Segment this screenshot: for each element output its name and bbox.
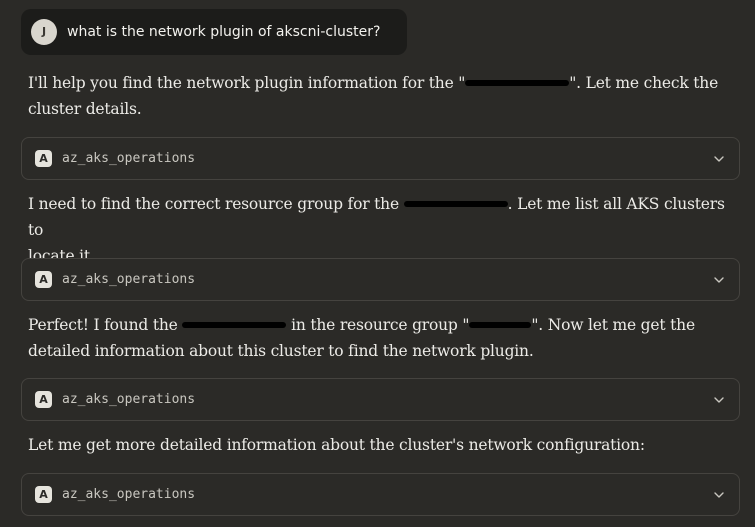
chevron-down-icon[interactable] <box>713 394 725 406</box>
tool-badge-icon: A <box>35 391 52 408</box>
message-text: in the resource group " <box>286 316 470 334</box>
redacted-text <box>403 201 508 207</box>
tool-call-label: az_aks_operations <box>62 392 196 407</box>
user-message-text: what is the network plugin of akscni-clu… <box>67 24 381 40</box>
message-text: Let me get more detailed information abo… <box>28 436 645 454</box>
tool-call-az-aks-operations[interactable]: A az_aks_operations <box>21 378 740 421</box>
chevron-down-icon[interactable] <box>713 489 725 501</box>
user-message-bubble: J what is the network plugin of akscni-c… <box>21 9 407 55</box>
message-text: I need to find the correct resource grou… <box>28 195 404 213</box>
tool-badge-icon: A <box>35 150 52 167</box>
message-text: I'll help you find the network plugin in… <box>28 74 466 92</box>
tool-call-az-aks-operations[interactable]: A az_aks_operations <box>21 473 740 516</box>
assistant-message: Perfect! I found the in the resource gro… <box>28 312 728 364</box>
user-avatar: J <box>31 19 57 45</box>
chevron-down-icon[interactable] <box>713 274 725 286</box>
message-text: cluster details. <box>28 100 142 118</box>
tool-call-label: az_aks_operations <box>62 272 196 287</box>
message-text: ". Now let me get the <box>531 316 695 334</box>
chevron-down-icon[interactable] <box>713 153 725 165</box>
tool-badge-icon: A <box>35 271 52 288</box>
message-text: detailed information about this cluster … <box>28 342 534 360</box>
redacted-text <box>182 322 287 328</box>
message-text: . Let me list all AKS clusters to <box>28 195 725 239</box>
tool-call-label: az_aks_operations <box>62 151 196 166</box>
tool-call-az-aks-operations[interactable]: A az_aks_operations <box>21 137 740 180</box>
assistant-message: I'll help you find the network plugin in… <box>28 70 728 122</box>
tool-badge-icon: A <box>35 486 52 503</box>
assistant-message: Let me get more detailed information abo… <box>28 432 728 458</box>
assistant-message: I need to find the correct resource grou… <box>28 191 728 269</box>
message-text: Perfect! I found the <box>28 316 183 334</box>
redacted-text <box>465 80 570 86</box>
tool-call-label: az_aks_operations <box>62 487 196 502</box>
redacted-text <box>469 322 532 328</box>
message-text: ". Let me check the <box>569 74 719 92</box>
tool-call-az-aks-operations[interactable]: A az_aks_operations <box>21 258 740 301</box>
